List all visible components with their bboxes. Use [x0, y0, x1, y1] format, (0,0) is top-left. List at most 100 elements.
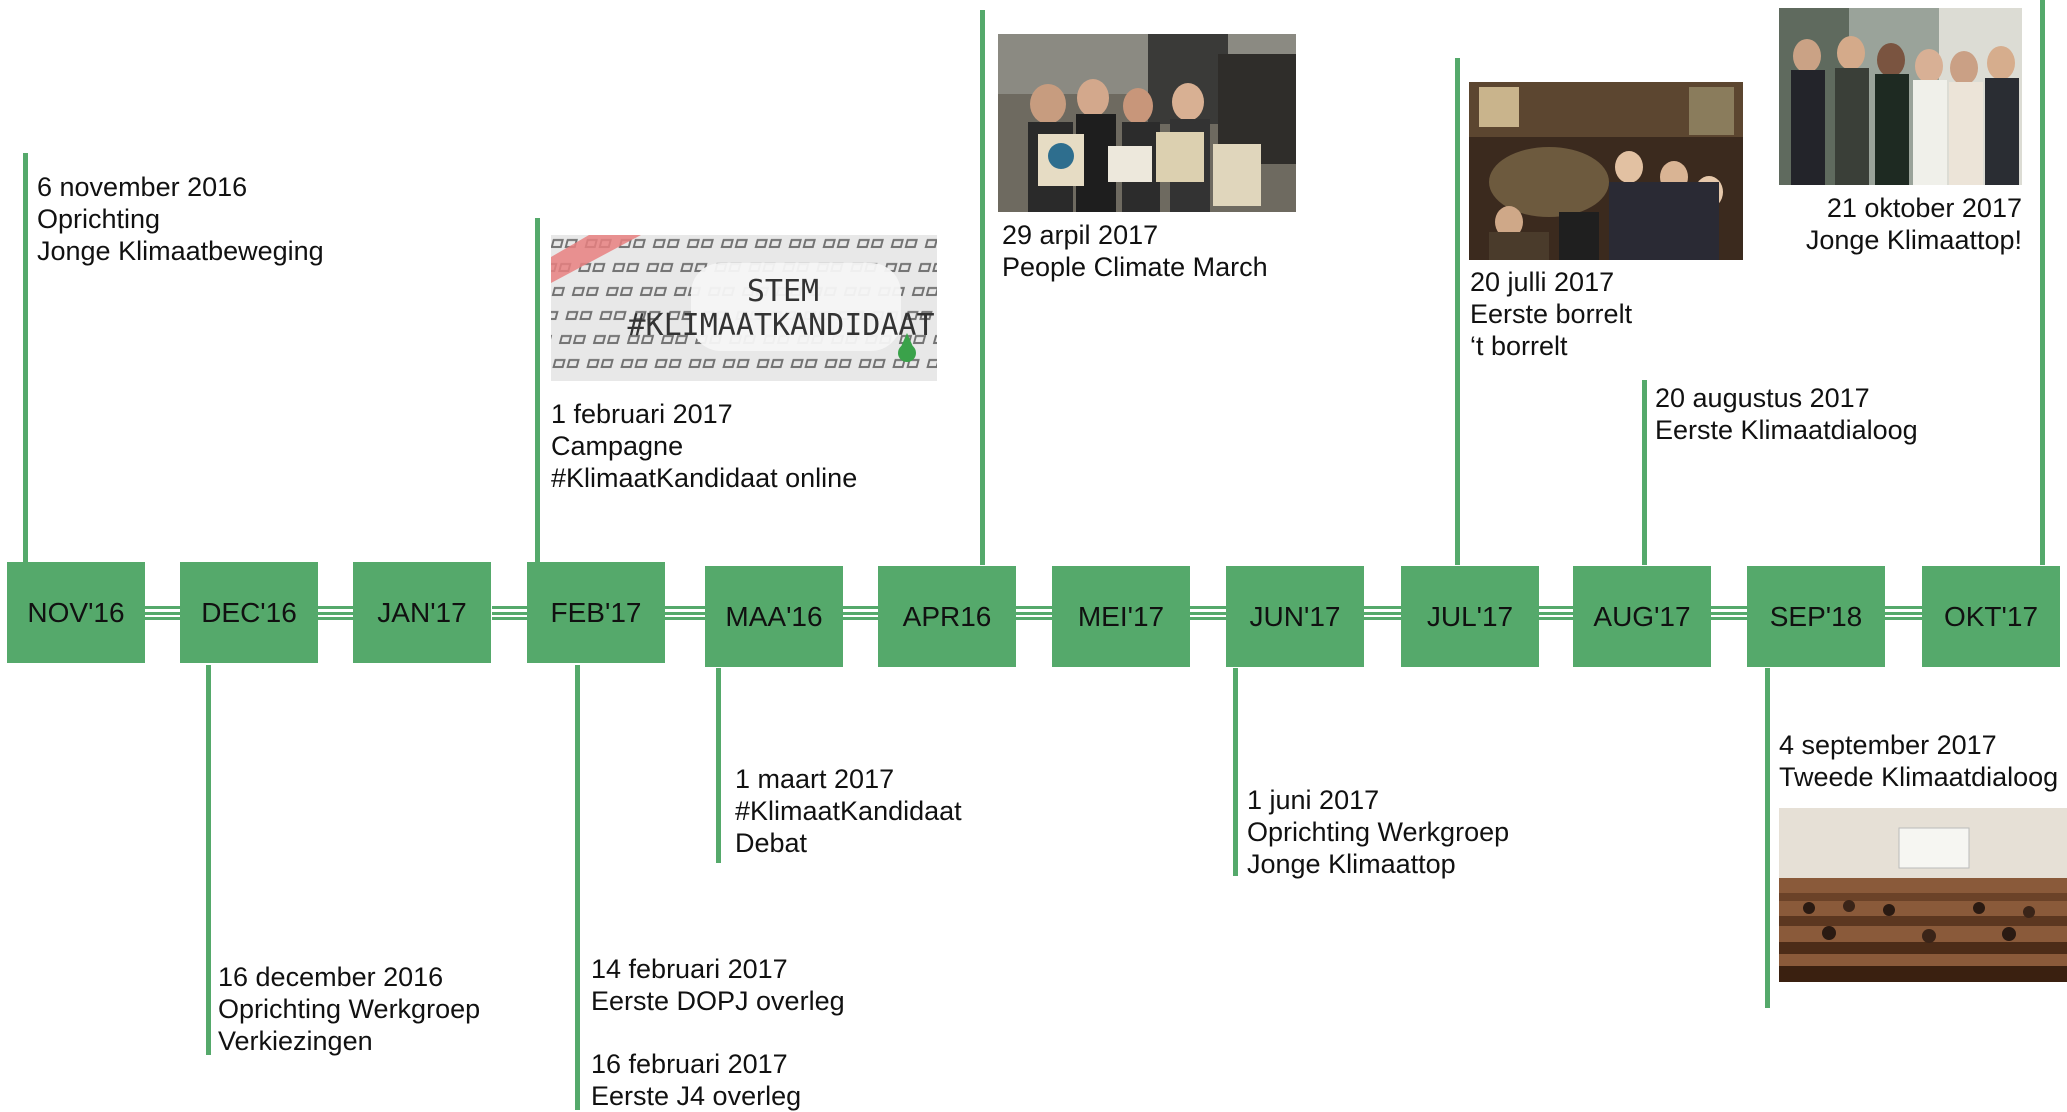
month-box-aug: AUG'17 — [1573, 566, 1711, 667]
stem-apr — [980, 10, 985, 565]
stem-nov — [23, 153, 28, 563]
month-box-feb: FEB'17 — [527, 562, 665, 663]
klimaattop-graphic — [1779, 8, 2022, 185]
month-box-mei: MEI'17 — [1052, 566, 1190, 667]
event-date: 14 februari 2017 — [591, 954, 788, 984]
event-line: Eerste borrelt — [1470, 299, 1633, 329]
connector — [843, 606, 878, 620]
march-graphic — [998, 34, 1296, 212]
stem-okt — [2040, 0, 2045, 565]
event-date: 20 julli 2017 — [1470, 267, 1615, 297]
event-line: Eerste J4 overleg — [591, 1081, 802, 1111]
event-date: 4 september 2017 — [1779, 730, 1997, 760]
poster-graphic: STEM #KLIMAATKANDIDAAT — [551, 235, 937, 381]
event-feb14: 14 februari 2017 Eerste DOPJ overleg — [591, 953, 845, 1017]
event-feb16: 16 februari 2017 Eerste J4 overleg — [591, 1048, 801, 1112]
month-label: JUN'17 — [1249, 600, 1341, 632]
connector — [318, 606, 353, 620]
event-line: Eerste Klimaatdialoog — [1655, 415, 1918, 445]
event-line: Eerste DOPJ overleg — [591, 986, 845, 1016]
event-line: Verkiezingen — [218, 1026, 373, 1056]
poster-line-2: #KLIMAATKANDIDAAT — [627, 308, 934, 343]
month-box-sep: SEP'18 — [1747, 566, 1885, 667]
connector — [1364, 606, 1401, 620]
event-line: Tweede Klimaatdialoog — [1779, 762, 2059, 792]
month-box-jan: JAN'17 — [353, 562, 491, 663]
month-label: OKT'17 — [1943, 600, 2039, 632]
event-jul: 20 julli 2017 Eerste borrelt ‘t borrelt — [1470, 266, 1632, 362]
event-apr: 29 arpil 2017 People Climate March — [1002, 219, 1268, 283]
event-jun: 1 juni 2017 Oprichting Werkgroep Jonge K… — [1247, 784, 1509, 880]
month-label: NOV'16 — [27, 596, 125, 628]
stem-sep — [1765, 668, 1770, 1008]
month-label: DEC'16 — [201, 596, 297, 628]
event-line: Oprichting Werkgroep — [218, 994, 481, 1024]
stem-aug — [1642, 380, 1647, 565]
event-date: 20 augustus 2017 — [1655, 383, 1870, 413]
event-line: Jonge Klimaatbeweging — [37, 236, 324, 266]
connector — [1539, 606, 1573, 620]
event-date: 1 maart 2017 — [735, 764, 895, 794]
event-date: 29 arpil 2017 — [1002, 220, 1159, 250]
event-nov: 6 november 2016 Oprichting Jonge Klimaat… — [37, 171, 324, 267]
jonge-klimaattop-photo — [1779, 8, 2022, 185]
event-okt: 21 oktober 2017 Jonge Klimaattop! — [1800, 192, 2022, 256]
event-mar: 1 maart 2017 #KlimaatKandidaat Debat — [735, 763, 962, 859]
event-date: 1 februari 2017 — [551, 399, 733, 429]
event-aug: 20 augustus 2017 Eerste Klimaatdialoog — [1655, 382, 1918, 446]
stem-jul — [1455, 58, 1460, 565]
month-label: FEB'17 — [550, 596, 642, 628]
month-label: JUL'17 — [1426, 600, 1514, 632]
stem-mar — [716, 668, 721, 863]
event-line: Jonge Klimaattop — [1247, 849, 1456, 879]
month-box-nov: NOV'16 — [7, 562, 145, 663]
event-line: ‘t borrelt — [1470, 331, 1568, 361]
month-label: AUG'17 — [1593, 600, 1691, 632]
poster-line-1: STEM — [747, 274, 819, 309]
connector — [492, 606, 527, 620]
month-box-jun: JUN'17 — [1226, 566, 1364, 667]
month-label: SEP'18 — [1769, 600, 1863, 632]
month-box-maa: MAA'16 — [705, 566, 843, 667]
month-box-apr: APR16 — [878, 566, 1016, 667]
event-date: 16 december 2016 — [218, 962, 444, 992]
connector — [1711, 606, 1747, 620]
stem-jun — [1233, 668, 1238, 876]
connector — [1016, 606, 1052, 620]
event-line: Oprichting — [37, 204, 161, 234]
stem-dec — [206, 665, 211, 1055]
klimaatkandidaat-poster-image: STEM #KLIMAATKANDIDAAT — [551, 235, 937, 381]
month-box-jul: JUL'17 — [1401, 566, 1539, 667]
connector — [665, 606, 705, 620]
connector — [1190, 606, 1226, 620]
people-climate-march-photo — [998, 34, 1296, 212]
event-sep: 4 september 2017 Tweede Klimaatdialoog — [1779, 729, 2058, 793]
event-date: 16 februari 2017 — [591, 1049, 788, 1079]
month-label: JAN'17 — [377, 596, 467, 628]
event-line: Campagne — [551, 431, 684, 461]
event-dec: 16 december 2016 Oprichting Werkgroep Ve… — [218, 961, 480, 1057]
month-label: MEI'17 — [1077, 600, 1165, 632]
event-line: #KlimaatKandidaat online — [551, 463, 858, 493]
event-line: Oprichting Werkgroep — [1247, 817, 1510, 847]
borrel-photo — [1469, 82, 1743, 260]
event-line: People Climate March — [1002, 252, 1268, 282]
event-date: 1 juni 2017 — [1247, 785, 1380, 815]
event-date: 6 november 2016 — [37, 172, 248, 202]
month-box-dec: DEC'16 — [180, 562, 318, 663]
klimaatdialoog-photo — [1779, 808, 2067, 982]
stem-feb-down — [575, 665, 580, 1110]
event-line: Debat — [735, 828, 808, 858]
lecture-hall-graphic — [1779, 808, 2067, 982]
connector — [1885, 606, 1922, 620]
event-date: 21 oktober 2017 — [1826, 193, 2022, 223]
event-feb1: 1 februari 2017 Campagne #KlimaatKandida… — [551, 398, 857, 494]
stem-feb-up — [535, 218, 540, 563]
event-line: #KlimaatKandidaat — [735, 796, 962, 826]
month-label: MAA'16 — [725, 600, 823, 632]
event-line: Jonge Klimaattop! — [1805, 225, 2022, 255]
month-label: APR16 — [902, 600, 992, 632]
month-box-okt: OKT'17 — [1922, 566, 2060, 667]
borrel-graphic — [1469, 82, 1743, 260]
connector — [145, 606, 180, 620]
